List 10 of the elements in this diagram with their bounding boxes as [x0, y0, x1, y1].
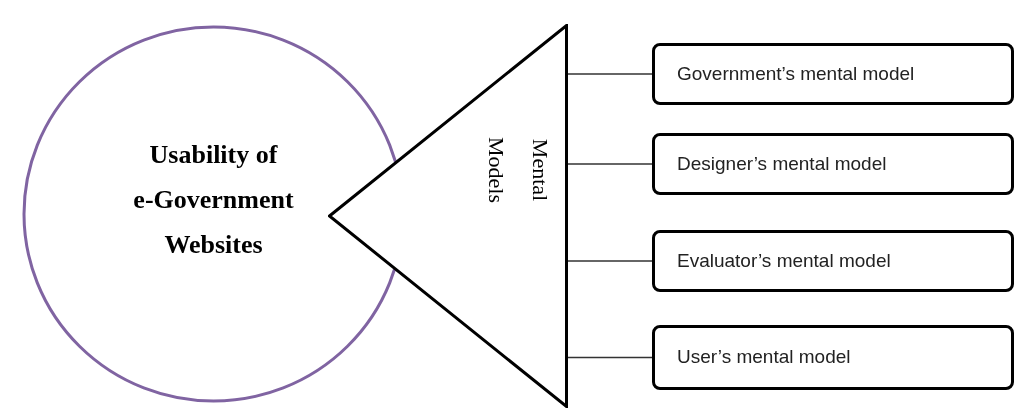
connector-line: [567, 163, 653, 165]
text-box: User’s mental model: [652, 325, 1014, 390]
connector-line: [567, 356, 653, 359]
triangle-label: Mental Models: [483, 136, 554, 205]
circle-label: Usability of e-Government Websites: [132, 138, 295, 261]
text-box: Evaluator’s mental model: [652, 230, 1014, 292]
connector-line: [567, 73, 653, 75]
text-box: Government’s mental model: [652, 43, 1014, 105]
connector-line: [567, 260, 653, 262]
text-box: Designer’s mental model: [652, 133, 1014, 195]
